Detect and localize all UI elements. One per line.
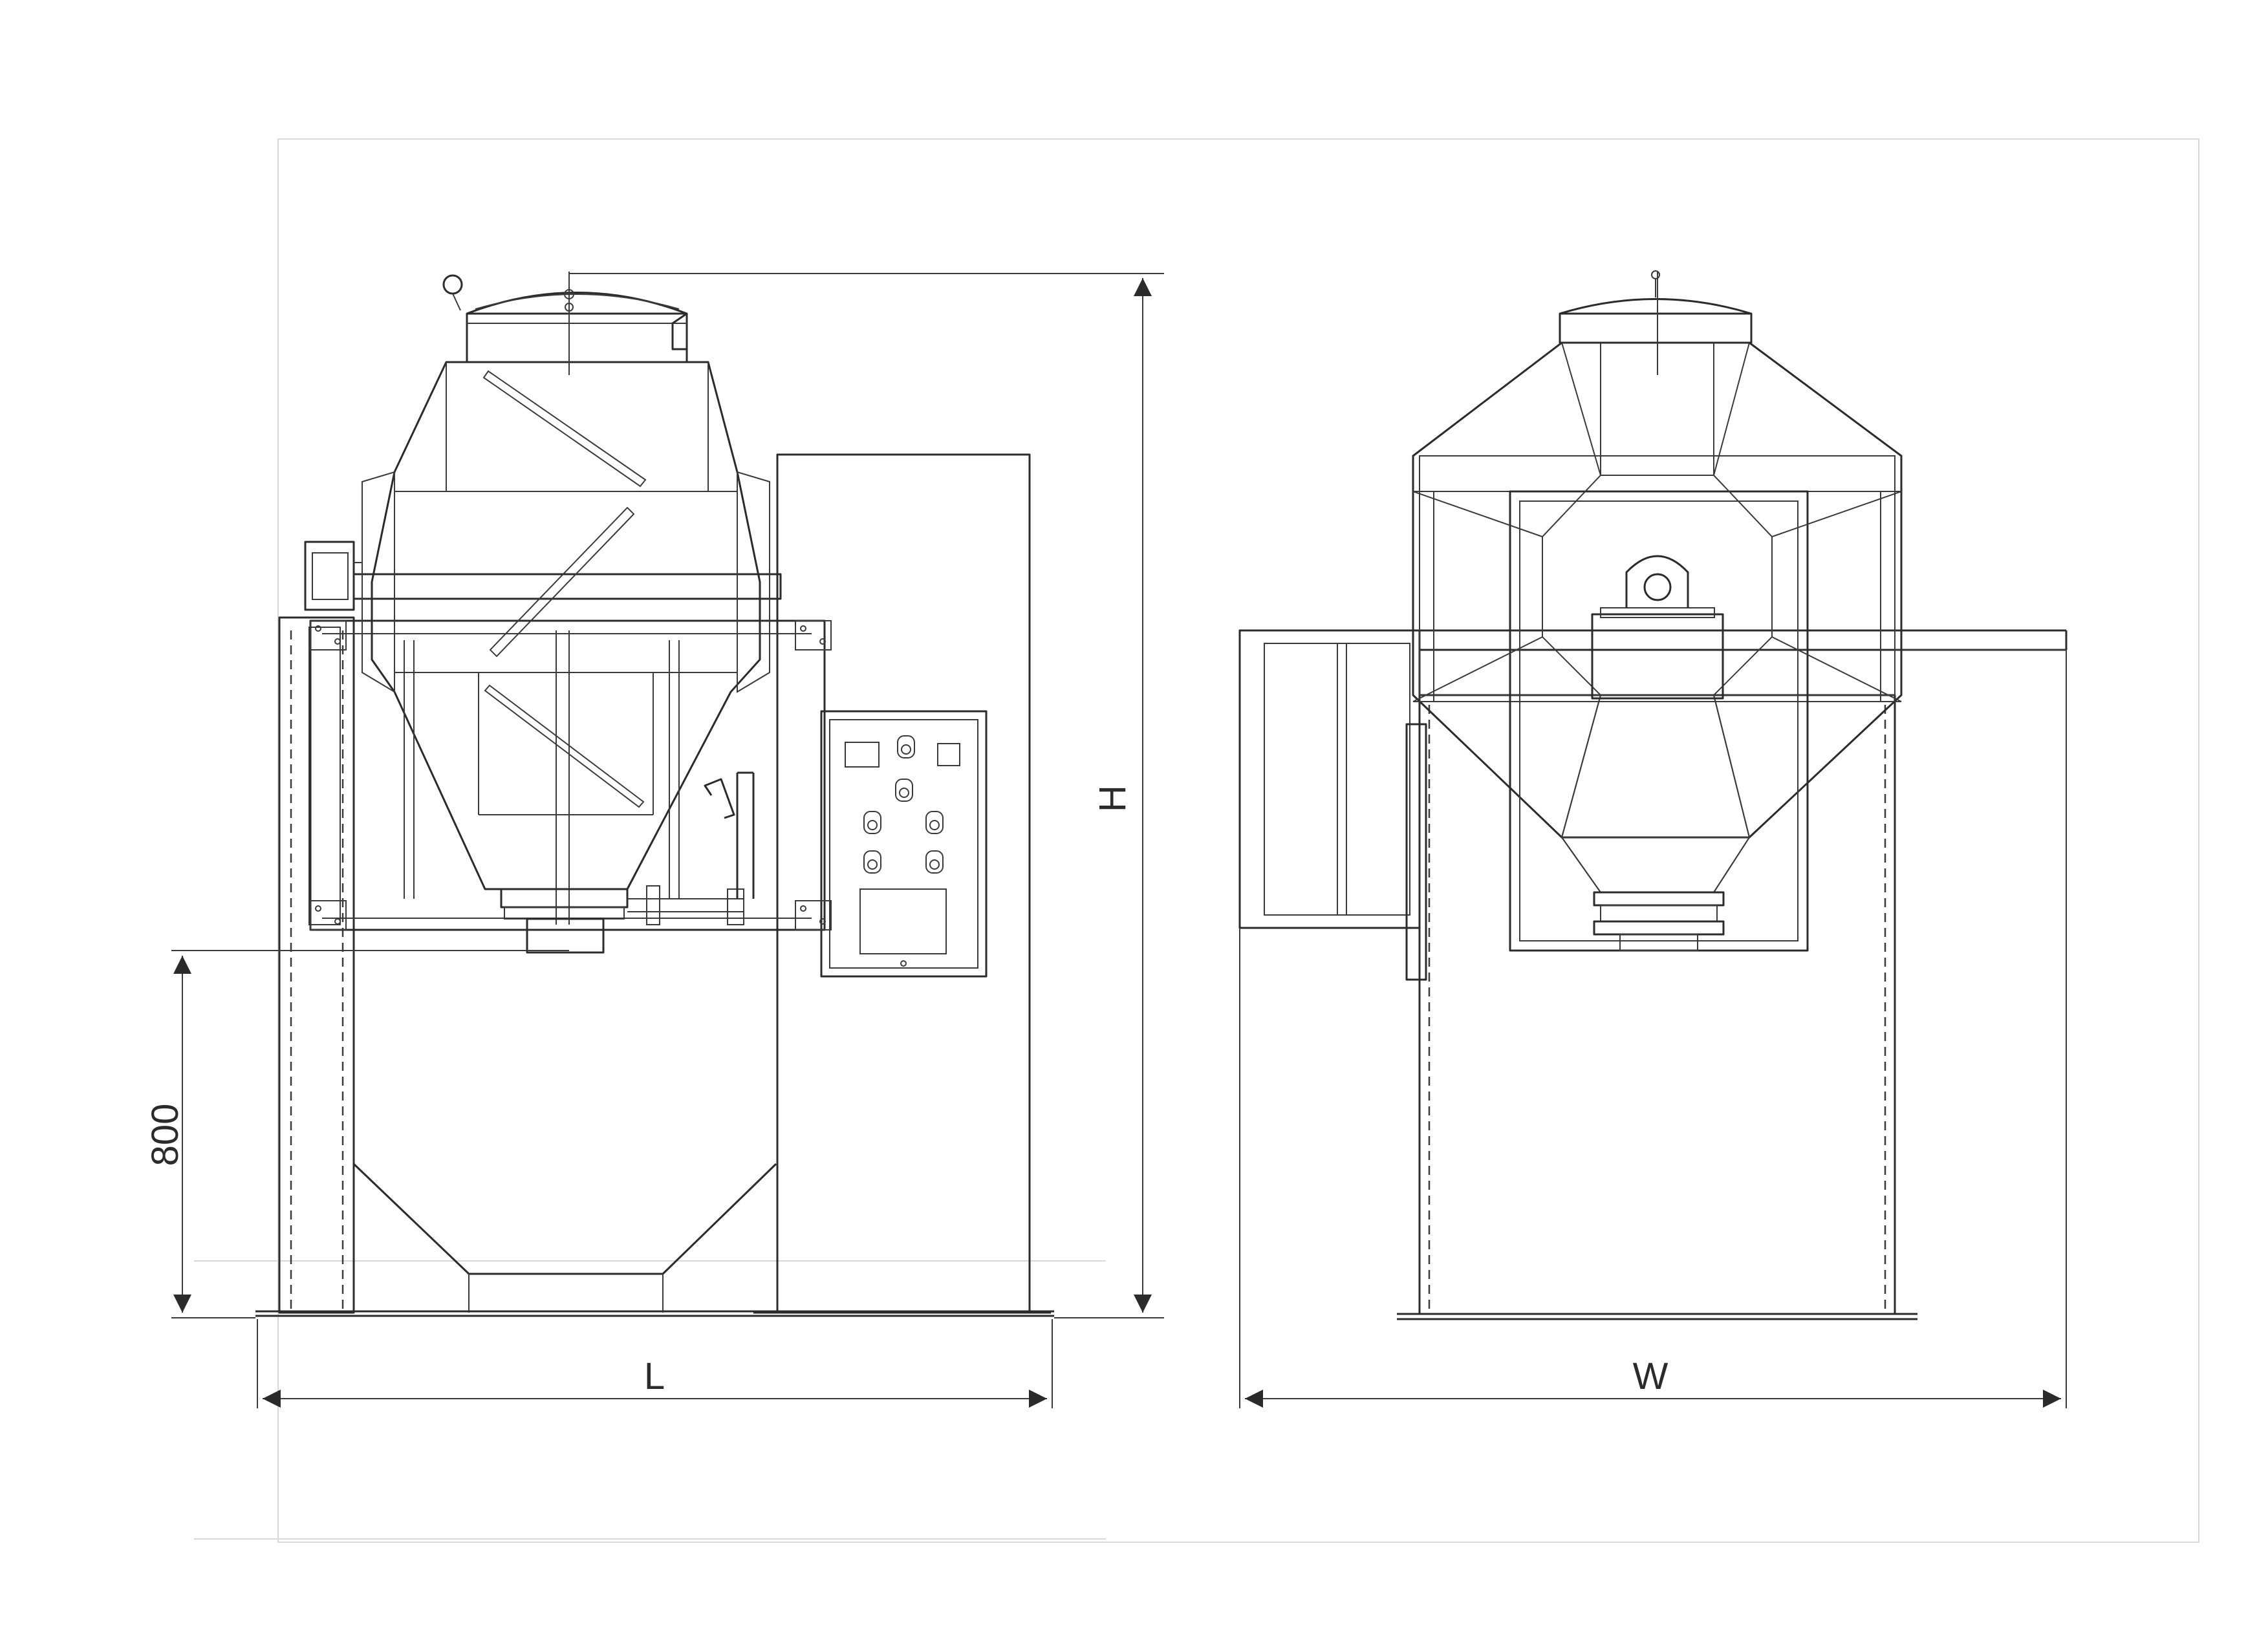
dimension-labels: H 800 L W: [144, 785, 1669, 1397]
indicator-window-right: [937, 743, 960, 766]
length-dimension-label: L: [644, 1355, 665, 1397]
stand-body: [352, 934, 777, 1313]
width-dimension-label: W: [1633, 1355, 1669, 1397]
side-stand: [1418, 694, 1896, 1314]
discharge-valve: [500, 885, 744, 954]
height-dimension-label: H: [1092, 785, 1134, 812]
left-support-column: [278, 616, 355, 1314]
front-view: [255, 272, 1054, 1317]
vessel-lid: [442, 274, 688, 363]
support-height-dimension-label: 800: [144, 1104, 186, 1167]
bearing-housing: [1591, 555, 1724, 700]
control-cabinet: [753, 453, 1051, 1314]
shaft-guard: [1238, 629, 2068, 981]
side-vessel: [1412, 341, 1903, 952]
side-view: [1238, 270, 2068, 1320]
side-lid: [1559, 270, 1753, 344]
rotation-frame: [309, 619, 832, 931]
side-base-plate: [1397, 1313, 1917, 1320]
panel-switch-icon: [863, 735, 944, 874]
mixing-vessel: [362, 361, 770, 925]
front-base-plate: [255, 1310, 1054, 1317]
control-panel: [820, 710, 988, 978]
indicator-window-left: [845, 742, 880, 768]
side-outlet: [1593, 891, 1725, 951]
display-window: [859, 888, 947, 954]
dimension-lines: [171, 273, 2067, 1408]
main-shaft: [352, 573, 782, 600]
sheet-frame: [194, 138, 2199, 1543]
tilt-lever: [704, 771, 755, 899]
